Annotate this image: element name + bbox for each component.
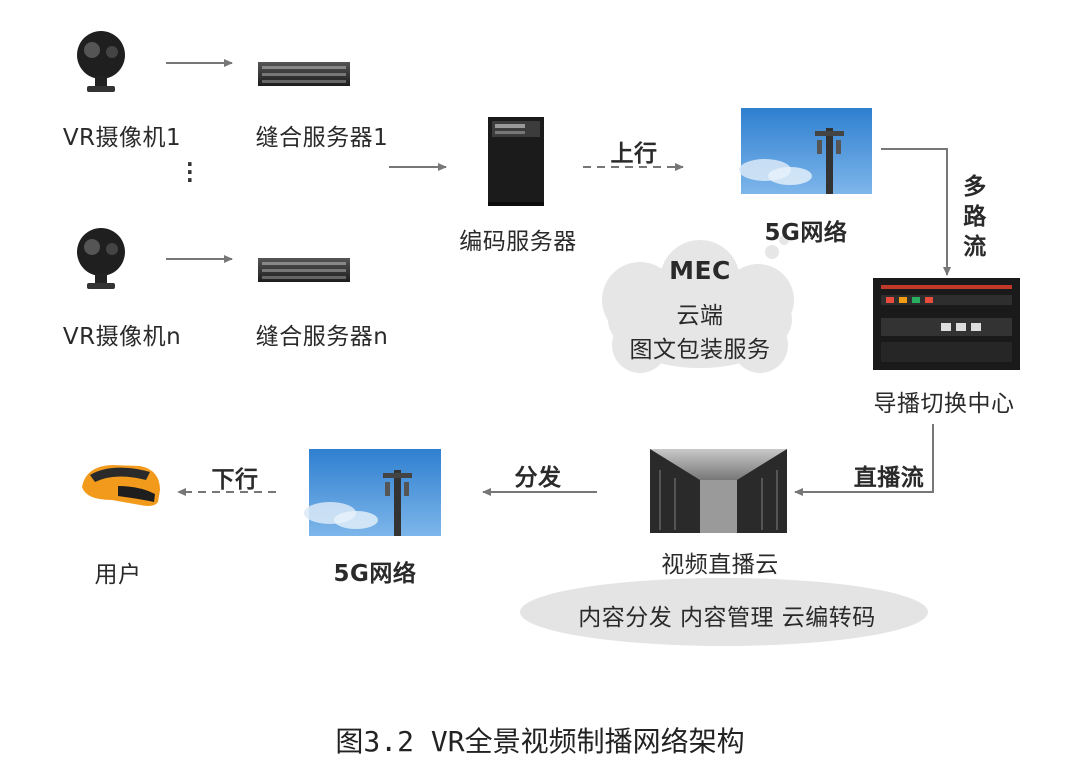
camera-1-label: VR摄像机1 <box>62 125 182 151</box>
mec-cloud-shape <box>602 235 794 373</box>
cloud-services-oval <box>520 578 928 646</box>
arrow-livestream <box>794 424 934 496</box>
figure-caption: 图3.2 VR全景视频制播网络架构 <box>335 725 745 758</box>
datacenter-icon <box>650 449 787 533</box>
director-label: 导播切换中心 <box>873 391 1015 417</box>
vr-camera-icon <box>77 31 125 92</box>
net-down-label: 5G网络 <box>333 561 417 587</box>
stitch-server-n-label: 缝合服务器n <box>255 324 389 350</box>
multistream-label: 多 路 流 <box>963 174 987 260</box>
encoder-label: 编码服务器 <box>459 229 577 255</box>
arrow-multistream <box>881 148 951 276</box>
ellipsis-vertical: ··· <box>186 152 194 192</box>
vr-camera-icon <box>77 228 125 289</box>
rack-server-icon <box>258 258 350 282</box>
distribute-label: 分发 <box>514 465 562 491</box>
stitch-server-1-label: 缝合服务器1 <box>255 125 389 151</box>
cell-tower-icon <box>304 449 441 536</box>
cloud-services-label: 内容分发 内容管理 云编转码 <box>578 605 876 631</box>
livestream-label: 直播流 <box>853 465 925 491</box>
net-up-label: 5G网络 <box>764 220 848 246</box>
mec-title: MEC <box>669 256 731 285</box>
uplink-label: 上行 <box>610 141 658 167</box>
mec-line1: 云端 <box>676 303 724 329</box>
rack-server-icon <box>258 62 350 86</box>
tower-server-icon <box>488 117 544 206</box>
camera-n-label: VR摄像机n <box>62 324 182 350</box>
vr-headset-icon <box>82 465 160 506</box>
cloud-label: 视频直播云 <box>661 552 779 578</box>
downlink-label: 下行 <box>211 467 259 493</box>
cell-tower-icon <box>739 108 872 194</box>
user-label: 用户 <box>94 562 142 588</box>
mec-line2: 图文包装服务 <box>629 337 771 363</box>
switcher-console-icon <box>873 278 1020 370</box>
